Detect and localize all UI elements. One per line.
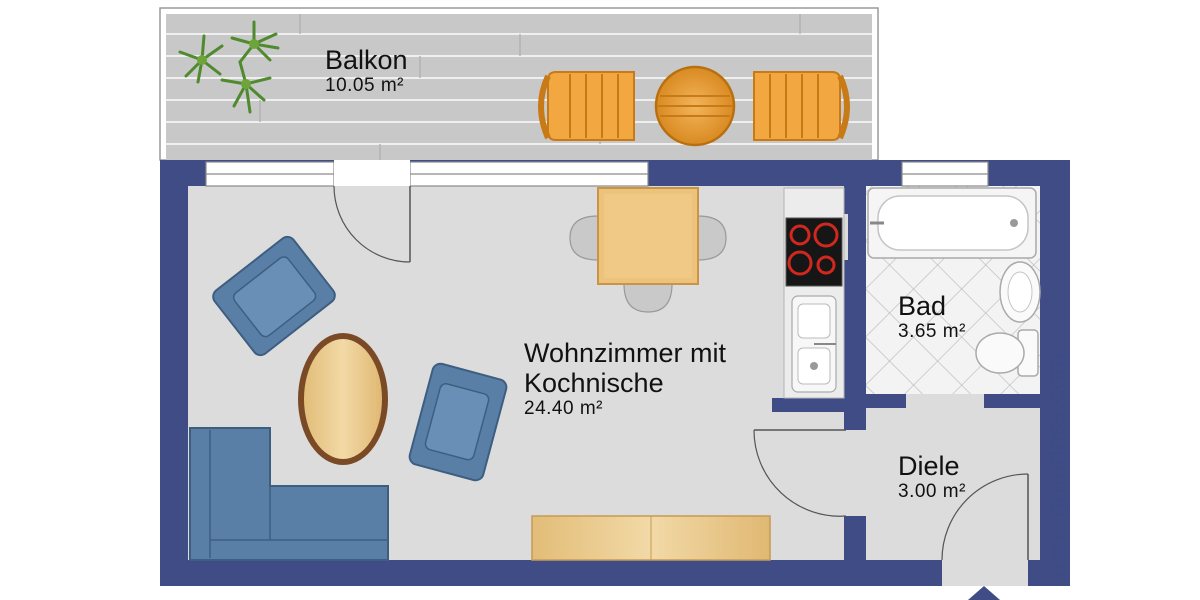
balkon-label: Balkon 10.05 m² xyxy=(325,45,408,97)
corner-sofa xyxy=(189,427,389,561)
garden-chair-left xyxy=(538,71,635,141)
diele-area: 3.00 m² xyxy=(898,481,966,502)
garden-table xyxy=(654,65,736,147)
cooktop-icon xyxy=(785,217,843,287)
living-door xyxy=(753,429,866,517)
window-living-left xyxy=(205,161,335,187)
wohnzimmer-area: 24.40 m² xyxy=(524,398,603,419)
hall-floor xyxy=(848,404,1040,560)
coffee-table xyxy=(298,333,388,465)
bathtub-icon xyxy=(867,187,1037,259)
bath-door xyxy=(906,394,984,408)
bad-name: Bad xyxy=(898,291,947,321)
wohnzimmer-label: Wohnzimmer mit Kochnische 24.40 m² xyxy=(524,338,726,420)
interior-walls xyxy=(772,186,1040,560)
kitchen-counter xyxy=(783,187,845,399)
diele-label: Diele 3.00 m² xyxy=(898,451,966,503)
bad-area: 3.65 m² xyxy=(898,321,966,342)
watermark: www.grundriss.com xyxy=(1042,353,1071,579)
garden-chair-right xyxy=(753,71,850,141)
window-bath xyxy=(901,161,989,187)
dining-set xyxy=(569,187,727,313)
balkon-area: 10.05 m² xyxy=(325,75,404,96)
balkon-name: Balkon xyxy=(325,45,408,75)
washbasin-icon xyxy=(999,261,1041,323)
armchair-top xyxy=(212,235,336,357)
sink-icon xyxy=(791,295,837,393)
bad-label: Bad 3.65 m² xyxy=(898,291,966,343)
armchair-right xyxy=(408,362,508,482)
palm-plant-icon xyxy=(178,20,280,114)
sideboard xyxy=(531,515,771,561)
wohnzimmer-name-line1: Wohnzimmer mit xyxy=(524,338,727,368)
balcony-door xyxy=(333,160,411,263)
window-living-right xyxy=(409,161,649,187)
balcony xyxy=(159,7,879,161)
diele-name: Diele xyxy=(898,451,960,481)
wohnzimmer-name-line2: Kochnische xyxy=(524,368,664,398)
toilet-icon xyxy=(975,329,1039,377)
entrance-arrow-icon xyxy=(968,586,1000,600)
entrance-door xyxy=(941,473,1029,600)
